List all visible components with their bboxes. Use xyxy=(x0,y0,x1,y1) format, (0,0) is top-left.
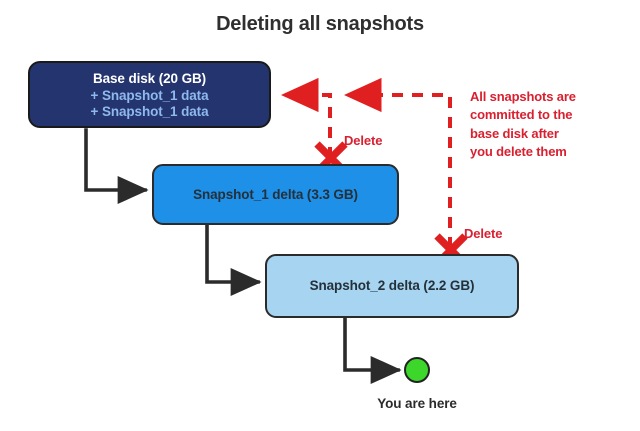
snapshot-2-label: Snapshot_2 delta (2.2 GB) xyxy=(309,278,475,294)
node-snapshot-1[interactable]: Snapshot_1 delta (3.3 GB) xyxy=(152,164,399,225)
annotation-line-1: All snapshots are xyxy=(470,89,576,104)
annotation-line-3: base disk after xyxy=(470,125,559,141)
snapshot-1-label: Snapshot_1 delta (3.3 GB) xyxy=(193,186,358,202)
arrow-snapshot2-to-here xyxy=(343,317,402,385)
dashed-commit-path-snapshot1 xyxy=(280,77,332,158)
base-disk-line-2: + Snapshot_1 data xyxy=(90,87,209,103)
base-disk-line-1: Base disk (20 GB) xyxy=(92,70,207,86)
arrow-snapshot1-to-snapshot2 xyxy=(205,224,262,297)
delete-label-snapshot-1: Delete xyxy=(344,133,383,148)
delete-label-snapshot-2: Delete xyxy=(464,226,503,241)
node-snapshot-2[interactable]: Snapshot_2 delta (2.2 GB) xyxy=(265,254,519,318)
annotation-line-2: committed to the xyxy=(470,107,573,123)
current-state-dot-icon xyxy=(404,357,430,383)
commit-annotation: All snapshots are committed to the base … xyxy=(470,88,630,162)
base-disk-line-3: + Snapshot_1 data xyxy=(90,104,209,120)
node-base-disk[interactable]: Base disk (20 GB) + Snapshot_1 data + Sn… xyxy=(28,61,271,128)
current-state-label: You are here xyxy=(377,396,457,411)
annotation-line-4: you delete them xyxy=(470,144,567,160)
arrow-base-to-snapshot1 xyxy=(84,128,149,205)
diagram-title: Deleting all snapshots xyxy=(216,13,424,35)
